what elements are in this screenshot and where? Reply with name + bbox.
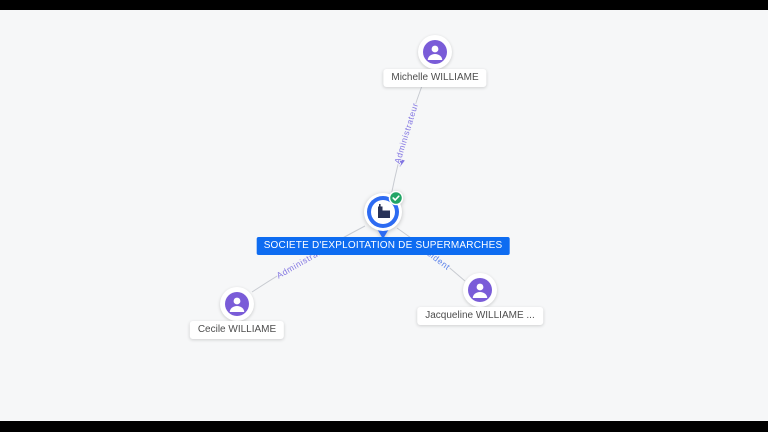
building-chimney [379,204,381,207]
top-letterbox-bar [0,0,768,10]
check-icon [392,195,400,201]
company-pin-icon[interactable] [360,191,406,241]
edge-direction-arrow-icon [399,158,405,167]
person-avatar-icon[interactable] [418,35,452,69]
person-avatar-icon[interactable] [220,287,254,321]
person-name-label[interactable]: Cecile WILLIAME [189,321,285,339]
company-name-label[interactable]: SOCIETE D'EXPLOITATION DE SUPERMARCHES [256,237,510,255]
person-name-label[interactable]: Michelle WILLIAME [383,69,487,87]
person-avatar-icon[interactable] [463,273,497,307]
person-name-label[interactable]: Jacqueline WILLIAME ... [417,307,543,325]
relation-edge [251,225,366,293]
bottom-letterbox-bar [0,421,768,432]
building-icon [378,206,390,218]
